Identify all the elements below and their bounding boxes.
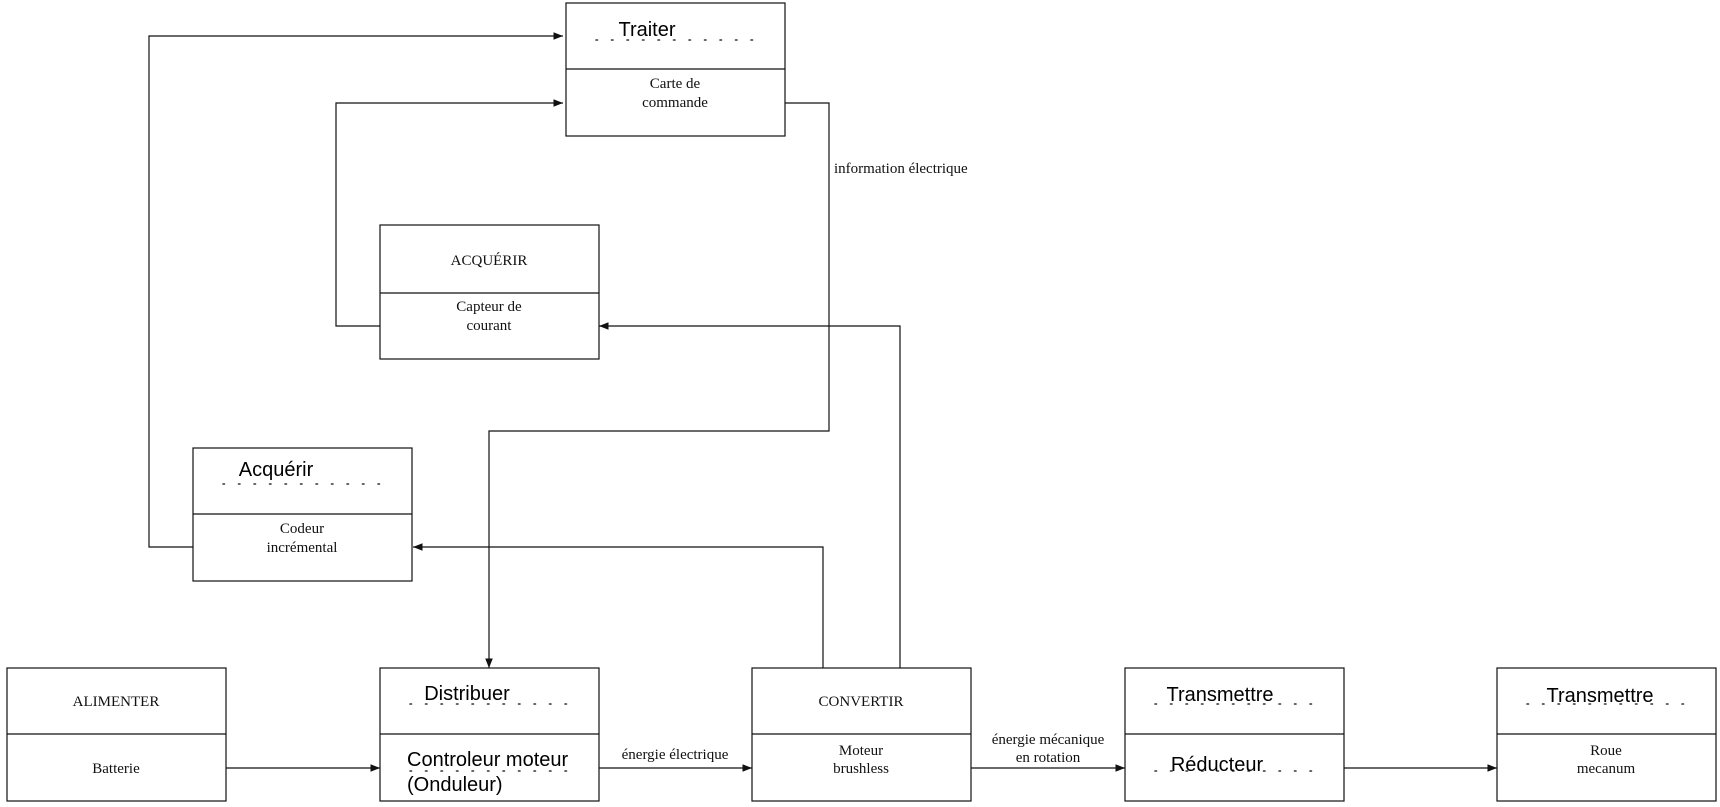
block-convertir-component-line2: brushless [833, 761, 889, 777]
block-convertir: CONVERTIR Moteur brushless [751, 667, 972, 802]
block-distribuer-component-line1: Controleur moteur [407, 749, 569, 771]
block-transmettre-reducteur: Transmettre Réducteur [1124, 667, 1345, 802]
block-transmettre-reducteur-component: Réducteur [1171, 754, 1264, 776]
block-alimenter-function: ALIMENTER [73, 694, 160, 710]
wire-codeur-to-traiter [148, 32, 563, 548]
flow-label-info-electrique: information électrique [834, 161, 968, 177]
block-traiter-component-line1: Carte de [650, 76, 701, 92]
block-distribuer: Distribuer Controleur moteur (Onduleur) [379, 667, 600, 802]
block-acquerir-courant-function: ACQUÉRIR [451, 252, 528, 269]
block-acquerir-courant-frame [379, 224, 600, 360]
block-distribuer-function: Distribuer [424, 683, 510, 705]
wire-convertir-to-capteur [599, 322, 901, 668]
block-alimenter: ALIMENTER Batterie [6, 667, 227, 802]
block-acquerir-codeur-component-line1: Codeur [280, 521, 324, 537]
block-convertir-function: CONVERTIR [819, 694, 904, 710]
connectors [148, 32, 1497, 772]
wire-capteur-to-traiter [335, 99, 563, 327]
flow-label-energie-mecanique-line2: en rotation [1016, 750, 1081, 766]
block-acquerir-courant-component-line2: courant [467, 318, 513, 334]
block-transmettre-roue-component-line2: mecanum [1577, 761, 1636, 777]
block-traiter: Traiter Carte de commande [565, 2, 786, 137]
block-traiter-component-line2: commande [642, 95, 708, 111]
block-transmettre-roue: Transmettre Roue mecanum [1496, 667, 1717, 802]
wire-traiter-to-distribuer [485, 102, 830, 668]
block-transmettre-roue-function: Transmettre [1546, 685, 1653, 707]
block-transmettre-roue-component-line1: Roue [1590, 743, 1622, 759]
block-alimenter-component: Batterie [92, 761, 140, 777]
block-acquerir-codeur: Acquérir Codeur incrémental [192, 447, 413, 582]
flow-label-energie-electrique: énergie électrique [622, 747, 729, 763]
wire-convertir-to-codeur [413, 543, 824, 668]
block-distribuer-component-line2: (Onduleur) [407, 774, 503, 796]
block-acquerir-courant: ACQUÉRIR Capteur de courant [379, 224, 600, 360]
block-traiter-function: Traiter [618, 19, 675, 41]
block-acquerir-codeur-function: Acquérir [239, 459, 314, 481]
block-acquerir-courant-component-line1: Capteur de [456, 299, 522, 315]
flow-label-energie-mecanique-line1: énergie mécanique [992, 732, 1105, 748]
block-convertir-component-line1: Moteur [839, 743, 883, 759]
block-acquerir-codeur-component-line2: incrémental [267, 540, 338, 556]
block-transmettre-reducteur-function: Transmettre [1166, 684, 1273, 706]
